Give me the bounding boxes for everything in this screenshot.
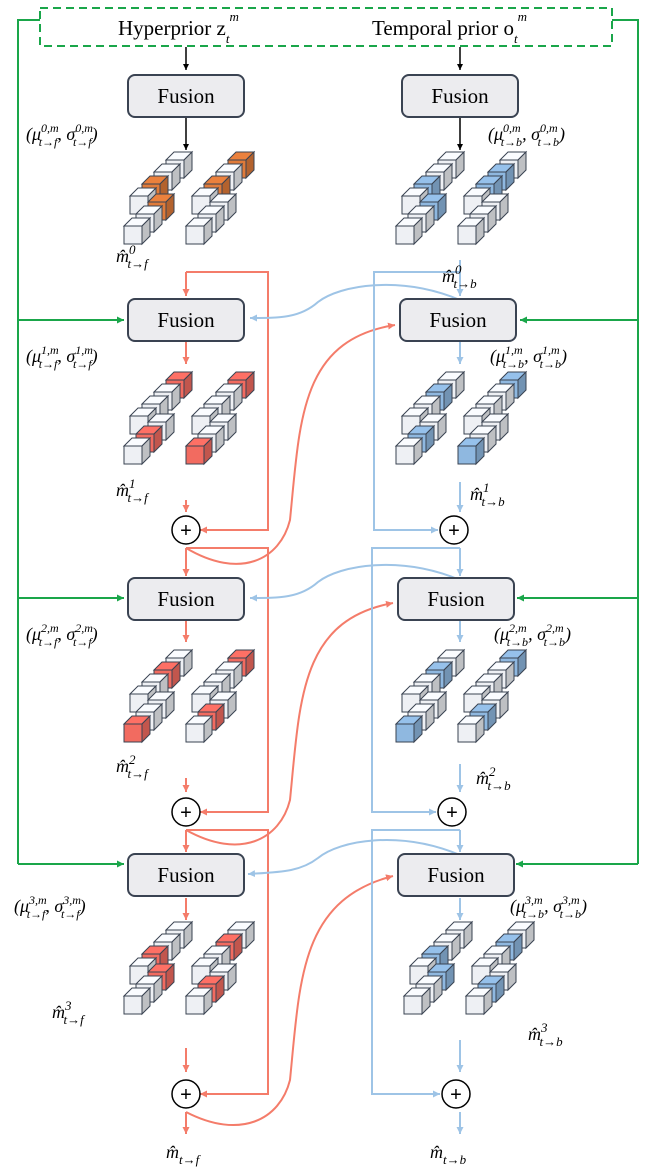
forward-1-cube-13 (184, 436, 214, 466)
fusion-backward-0: Fusion (401, 74, 519, 118)
forward-2-cube-13 (184, 714, 214, 744)
backward-3-cube-10 (402, 986, 432, 1016)
prior-arrows (183, 47, 463, 150)
backward-0-cube-13 (456, 216, 486, 246)
svg-text:Fusion: Fusion (157, 587, 215, 611)
svg-text:+: + (180, 1084, 192, 1106)
forward-flow (182, 271, 396, 1134)
forward-2-cube-10 (122, 714, 152, 744)
backward-2-cube-10 (394, 714, 424, 744)
svg-text:+: + (180, 802, 192, 824)
backward-3-cube-13 (464, 986, 494, 1016)
svg-text:Fusion: Fusion (157, 308, 215, 332)
fusion-backward-2: Fusion (397, 577, 515, 621)
green-connectors (17, 19, 639, 868)
temporal-prior-label: Temporal prior otm (372, 9, 527, 46)
svg-text:+: + (448, 520, 460, 542)
fusion-forward-2: Fusion (127, 577, 245, 621)
plus-nodes: + + + + + + (171, 515, 471, 1109)
svg-text:Fusion: Fusion (431, 84, 489, 108)
fusion-forward-1: Fusion (127, 298, 245, 342)
forward-1-cube-10 (122, 436, 152, 466)
hyperprior-label: Hyperprior ztm (118, 9, 239, 46)
fusion-forward-0: Fusion (127, 74, 245, 118)
backward-0-cube-10 (394, 216, 424, 246)
plus-forward-3: + (171, 1079, 201, 1109)
svg-text:Fusion: Fusion (157, 84, 215, 108)
latent-cube-clusters (122, 150, 536, 1016)
svg-text:Fusion: Fusion (427, 587, 485, 611)
svg-text:Fusion: Fusion (429, 308, 487, 332)
forward-0-cube-13 (184, 216, 214, 246)
fusion-backward-3: Fusion (397, 853, 515, 897)
fusion-forward-3: Fusion (127, 853, 245, 897)
svg-text:+: + (450, 1084, 462, 1106)
fusion-backward-1: Fusion (399, 298, 517, 342)
backward-flow (247, 260, 464, 1134)
plus-forward-2: + (171, 797, 201, 827)
backward-1-cube-10 (394, 436, 424, 466)
plus-backward-2: + (437, 797, 467, 827)
plus-backward-1: + (439, 515, 469, 545)
prior-box: Hyperprior ztm Temporal prior otm (39, 7, 613, 47)
backward-1-cube-13 (456, 436, 486, 466)
final-backward-output: m̂t→b (430, 1142, 467, 1167)
svg-text:+: + (446, 802, 458, 824)
forward-3-cube-13 (184, 986, 214, 1016)
plus-backward-3: + (441, 1079, 471, 1109)
final-forward-output: m̂t→f (166, 1142, 202, 1167)
svg-text:Fusion: Fusion (157, 863, 215, 887)
forward-3-cube-10 (122, 986, 152, 1016)
svg-text:Fusion: Fusion (427, 863, 485, 887)
backward-2-cube-13 (456, 714, 486, 744)
fusion-boxes: Fusion Fusion Fusion Fusion Fusion Fusio… (127, 74, 519, 897)
forward-0-cube-10 (122, 216, 152, 246)
plus-forward-1: + (171, 515, 201, 545)
svg-text:+: + (180, 520, 192, 542)
